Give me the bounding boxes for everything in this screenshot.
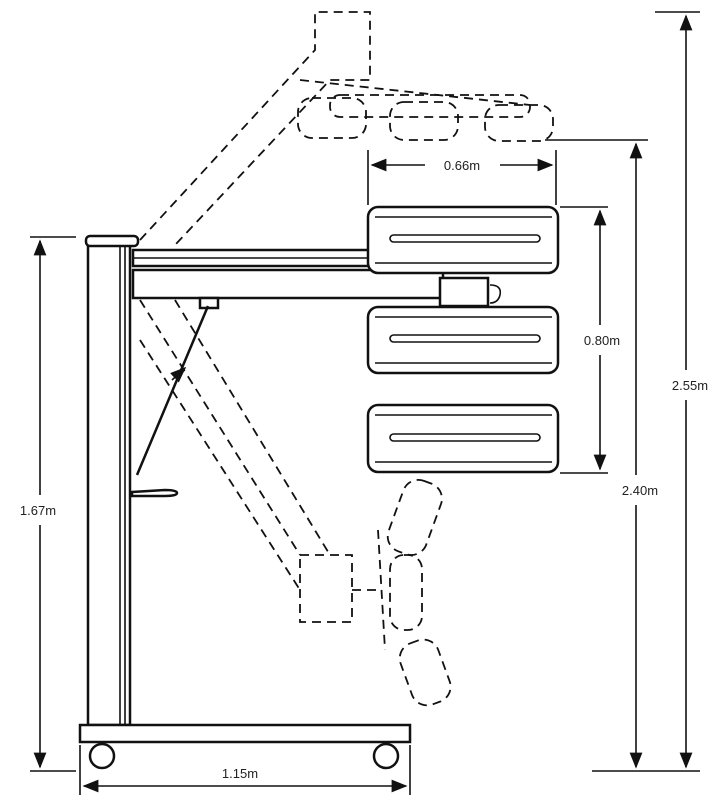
- lamp-top-height-label: 2.40m: [622, 483, 658, 498]
- lamp-head-1: [366, 205, 560, 275]
- support-strut: [135, 305, 210, 476]
- lamp-head-2: [366, 305, 560, 375]
- raised-position-outline: [139, 11, 554, 246]
- lamp-array-height-label: 0.80m: [584, 333, 620, 348]
- lamp-width-label: 0.66m: [444, 158, 480, 173]
- wheel-right: [372, 742, 400, 770]
- max-height-label: 2.55m: [672, 378, 708, 393]
- base: [78, 723, 412, 770]
- adjust-handle[interactable]: [130, 488, 179, 498]
- lamp-head-3: [366, 403, 560, 474]
- dimension-labels: 0.66m 0.80m 2.55m 2.40m 1.67m 1.15m: [20, 158, 708, 781]
- column: [84, 234, 140, 727]
- wheel-left: [88, 742, 116, 770]
- dimension-lines: [30, 11, 700, 795]
- horizontal-arm: [131, 248, 502, 310]
- column-height-label: 1.67m: [20, 503, 56, 518]
- base-width-label: 1.15m: [222, 766, 258, 781]
- lowered-position-outline: [139, 299, 452, 707]
